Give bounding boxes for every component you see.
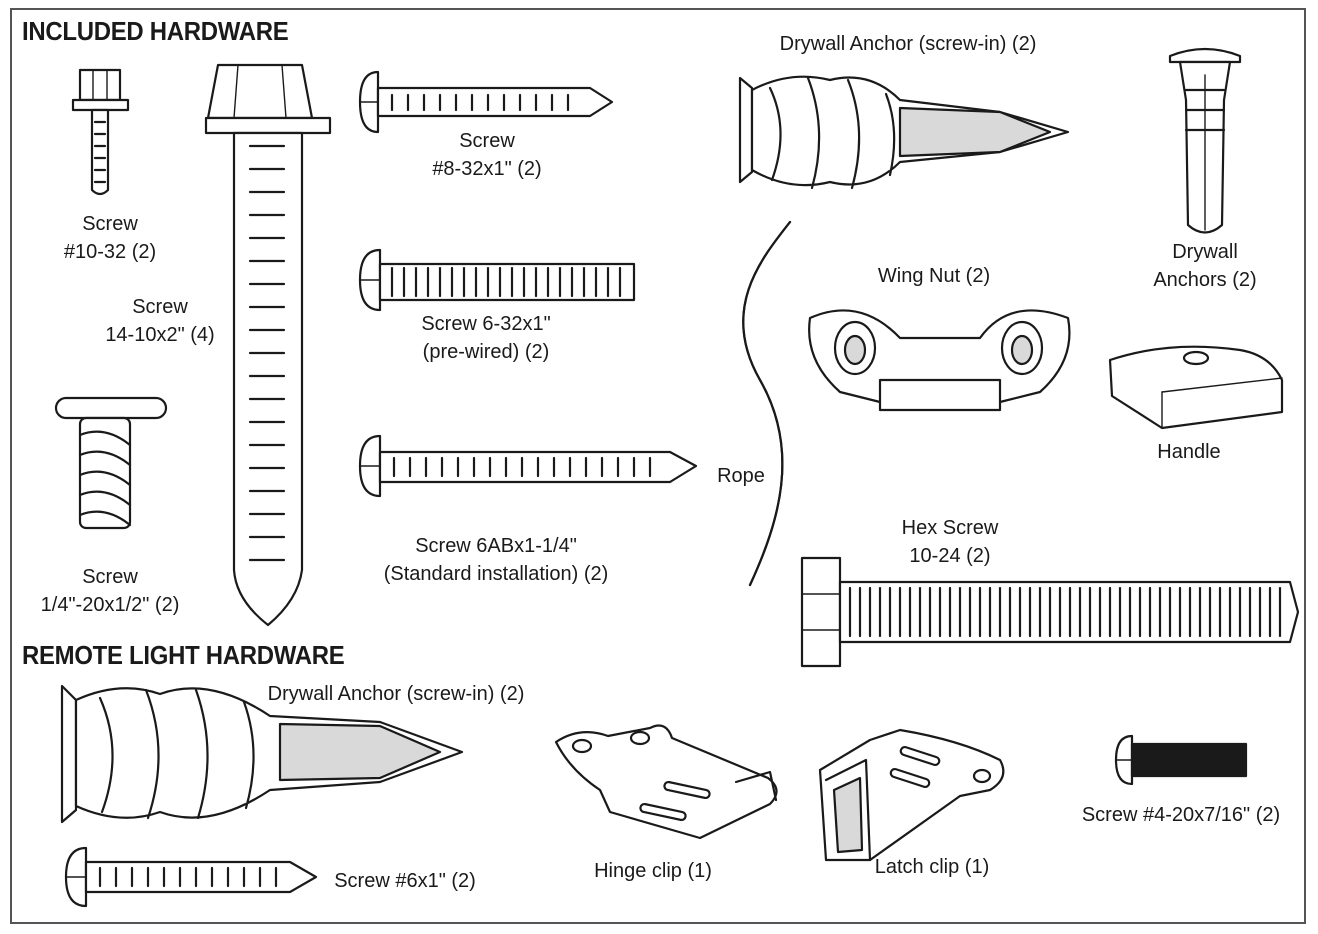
short-screw-icon [54, 396, 168, 530]
latch-clip-icon [818, 728, 1005, 862]
handle-icon [1108, 345, 1284, 430]
label-hex-screw-line1: Hex Screw [901, 517, 999, 539]
label-screw-6-32-line2: (pre-wired) (2) [422, 341, 550, 363]
wood-screw-6ab-icon [358, 434, 698, 498]
machine-screw-4-20-icon [1114, 734, 1248, 786]
label-screw-6x1: Screw #6x1" (2) [334, 870, 476, 892]
label-drywall-anchors: Drywall Anchors (2) [1153, 238, 1256, 294]
label-drywall-anchor-remote: Drywall Anchor (screw-in) (2) [267, 683, 525, 705]
label-hex-screw-line2: 10-24 (2) [909, 545, 991, 567]
hinge-clip-icon [554, 724, 778, 840]
label-screw-4-20: Screw #4-20x7/16" (2) [1081, 804, 1281, 826]
label-drywall-anchor-top: Drywall Anchor (screw-in) (2) [779, 33, 1037, 55]
label-screw-14-10-line2: 14-10x2" (4) [105, 324, 215, 346]
label-screw-quarter-line1: Screw [82, 566, 138, 588]
label-screw-6-32: Screw 6-32x1" (pre-wired) (2) [421, 310, 550, 366]
label-screw-6ab: Screw 6ABx1-1/4" (Standard installation)… [384, 532, 609, 588]
label-hinge-clip: Hinge clip (1) [594, 860, 712, 882]
hex-screw-icon [800, 556, 1300, 668]
drywall-anchor-remote-icon [60, 684, 464, 824]
wood-screw-6x1-icon [64, 846, 318, 908]
label-wing-nut: Wing Nut (2) [877, 265, 991, 287]
label-screw-10-32: Screw #10-32 (2) [64, 210, 156, 266]
machine-screw-8-32-icon [358, 70, 614, 134]
label-screw-quarter: Screw 1/4"-20x1/2" (2) [41, 563, 180, 619]
plastic-anchor-icon [1168, 47, 1242, 234]
heading-remote-light-hardware: REMOTE LIGHT HARDWARE [22, 640, 345, 670]
label-screw-8-32-line1: Screw [459, 130, 515, 152]
label-screw-14-10-line1: Screw [132, 296, 188, 318]
diagram-frame [10, 8, 1306, 924]
label-screw-6ab-line1: Screw 6ABx1-1/4" [415, 535, 577, 557]
label-screw-10-32-line1: Screw [82, 213, 138, 235]
label-screw-10-32-line2: #10-32 (2) [63, 241, 157, 263]
label-screw-8-32-line2: #8-32x1" (2) [432, 158, 542, 180]
wing-nut-icon [808, 309, 1071, 412]
drywall-anchor-icon [738, 75, 1070, 190]
label-screw-8-32: Screw #8-32x1" (2) [432, 127, 541, 183]
label-drywall-anchors-line2: Anchors (2) [1153, 269, 1257, 291]
label-rope: Rope [717, 465, 765, 487]
label-handle: Handle [1157, 441, 1221, 463]
label-drywall-anchors-line1: Drywall [1172, 241, 1238, 263]
label-screw-quarter-line2: 1/4"-20x1/2" (2) [40, 594, 180, 616]
hex-bolt-small-icon [71, 68, 130, 196]
label-hex-screw: Hex Screw 10-24 (2) [902, 514, 999, 570]
rope-icon [742, 220, 792, 587]
label-screw-6-32-line1: Screw 6-32x1" [421, 313, 551, 335]
label-latch-clip: Latch clip (1) [874, 856, 990, 878]
machine-screw-6-32-icon [358, 248, 636, 312]
heading-included-hardware: INCLUDED HARDWARE [22, 16, 289, 46]
label-screw-14-10: Screw 14-10x2" (4) [105, 293, 214, 349]
lag-screw-icon [204, 63, 332, 627]
label-screw-6ab-line2: (Standard installation) (2) [383, 563, 609, 585]
